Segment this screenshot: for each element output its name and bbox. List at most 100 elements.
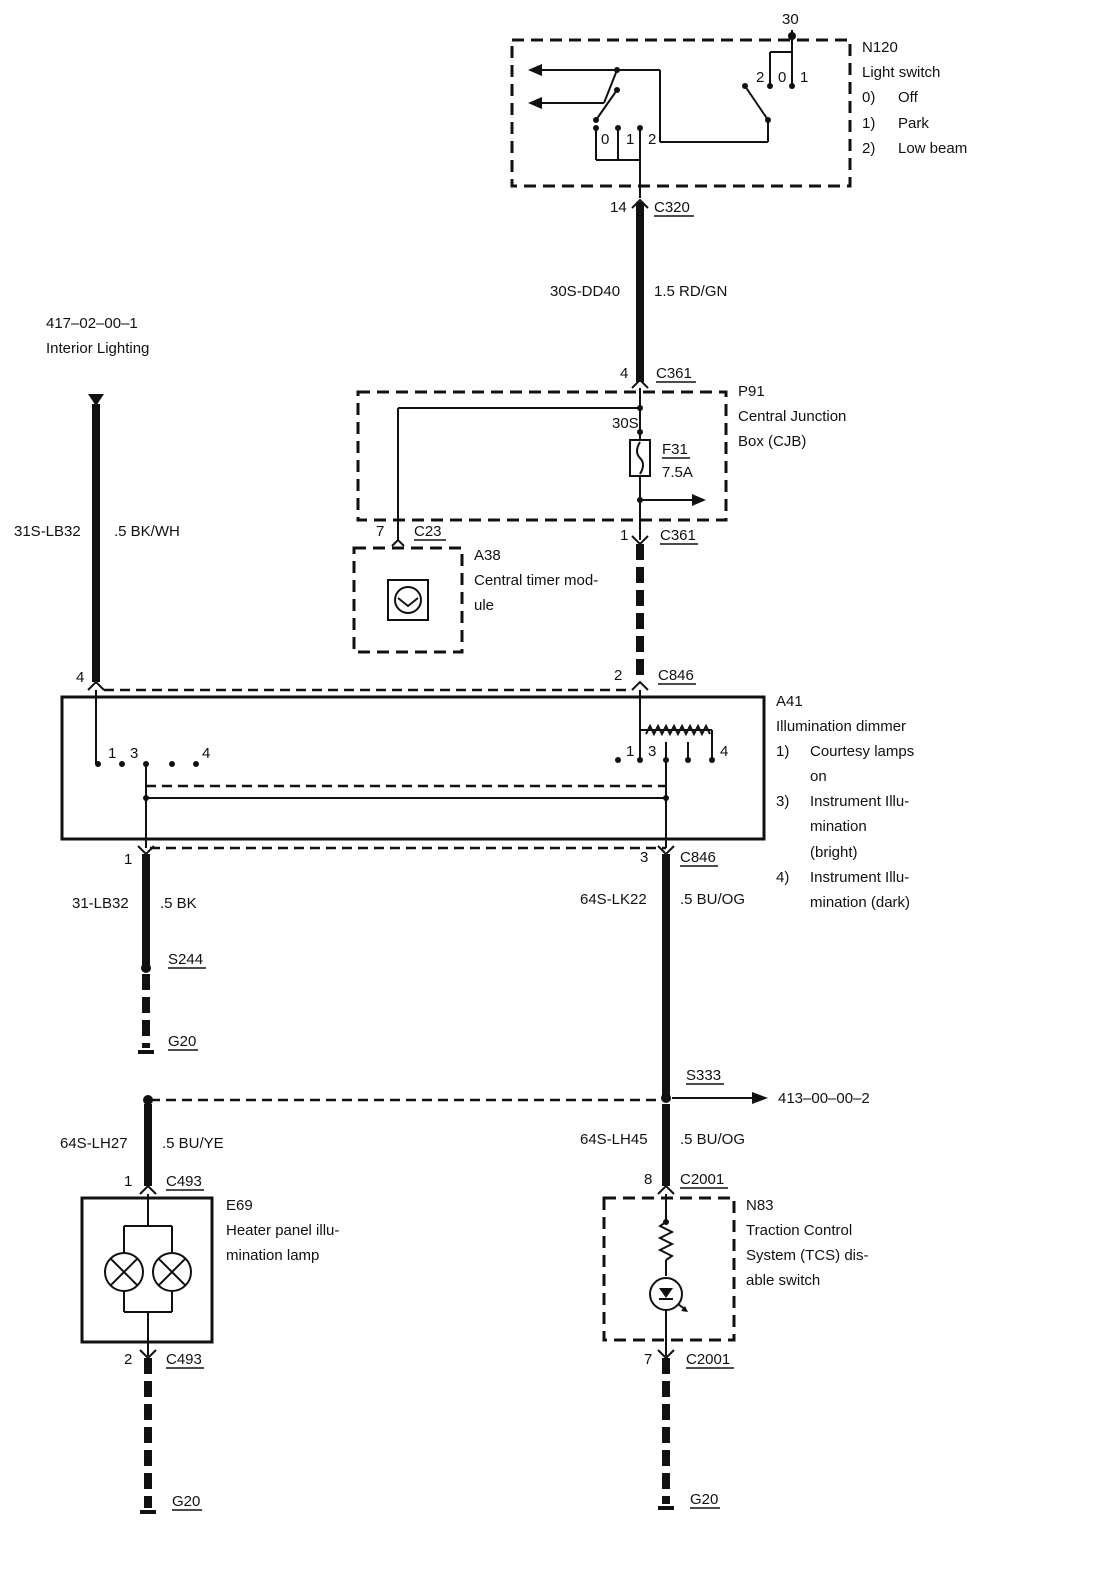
- c361-bot-name: C361: [660, 527, 696, 544]
- position-key-1: 1): [862, 115, 875, 132]
- tcs-id: N83: [746, 1197, 774, 1214]
- c493-bot-pin: 2: [124, 1351, 132, 1368]
- dimmer-id: A41: [776, 693, 803, 710]
- c2001-bot-pin: 7: [644, 1351, 652, 1368]
- c320-pin: 14: [610, 199, 627, 216]
- led-icon: [649, 1277, 688, 1312]
- c846-bot-right-name: C846: [680, 849, 716, 866]
- c361-top-pin: 4: [620, 365, 628, 382]
- switch-left-contact-0: 0: [601, 131, 609, 148]
- ground-g20-a: G20: [168, 1033, 196, 1050]
- central-timer-module-a38: A38 Central timer mod- ule: [352, 546, 598, 654]
- c361-bot-pin: 1: [620, 527, 628, 544]
- dimmer-pos-3-line3: (bright): [810, 844, 858, 861]
- tcs-name-3: able switch: [746, 1272, 820, 1289]
- lamp-name-2: mination lamp: [226, 1247, 319, 1264]
- wire-lb32-spec: .5 BK: [160, 895, 197, 912]
- wire-lb32s-circuit: 31S-LB32: [14, 523, 81, 540]
- heater-panel-lamp-e69: E69 Heater panel illu- mination lamp: [80, 1194, 339, 1356]
- splice-s333: S333: [686, 1067, 721, 1084]
- light-switch-box: [510, 38, 852, 188]
- dimmer-right-contact-4: 4: [720, 743, 728, 760]
- interior-ref-code: 417–02–00–1: [46, 315, 138, 332]
- ref-arrow-icon: [88, 394, 104, 406]
- splice-s333-icon: [661, 1093, 671, 1103]
- dimmer-left-contact-3: 3: [130, 745, 138, 762]
- c2001-top-name: C2001: [680, 1171, 724, 1188]
- cjb-id: P91: [738, 383, 765, 400]
- wire-lk22-circuit: 64S-LK22: [580, 891, 647, 908]
- c320-name: C320: [654, 199, 690, 216]
- switch-right-contact-1: 1: [800, 69, 808, 86]
- splice-s244: S244: [168, 951, 203, 968]
- position-key-2: 2): [862, 140, 875, 157]
- lamp-name-1: Heater panel illu-: [226, 1222, 339, 1239]
- splice-s244-icon: [141, 963, 151, 973]
- timer-id: A38: [474, 547, 501, 564]
- out-arrow-icon: [752, 1092, 768, 1104]
- wire-lb32s-spec: .5 BK/WH: [114, 523, 180, 540]
- c493-bot-name: C493: [166, 1351, 202, 1368]
- cjb-pin-30s: 30S: [612, 415, 639, 432]
- wire-lh45-spec: .5 BU/OG: [680, 1131, 745, 1148]
- illumination-dimmer-a41: 1 3 4 1 3 4 A41 Illumination dimmer 1) C…: [60, 690, 914, 911]
- lamp-bulb-icon: [104, 1252, 144, 1292]
- wire-lb32-circuit: 31-LB32: [72, 895, 129, 912]
- tcs-name-1: Traction Control: [746, 1222, 852, 1239]
- switch-right-contact-0: 0: [778, 69, 786, 86]
- resistor-icon: [657, 1221, 675, 1261]
- ground-g20-b: G20: [172, 1493, 200, 1510]
- out-ref-code: 413–00–00–2: [778, 1090, 870, 1107]
- tcs-name-2: System (TCS) dis-: [746, 1247, 869, 1264]
- cjb-name-1: Central Junction: [738, 408, 846, 425]
- supply-label: 30: [782, 11, 799, 28]
- wire-dd40-circuit: 30S-DD40: [550, 283, 620, 300]
- dimmer-pos-3-line1: Instrument Illu-: [810, 793, 909, 810]
- ground-g20-c: G20: [690, 1491, 718, 1508]
- light-switch-id: N120: [862, 39, 898, 56]
- dimmer-right-contact-3: 3: [648, 743, 656, 760]
- tcs-switch-box: [602, 1196, 736, 1342]
- c2001-top-pin: 8: [644, 1171, 652, 1188]
- c846-top-right-pin: 2: [614, 667, 622, 684]
- timer-module-box: [352, 546, 464, 654]
- dimmer-pos-key-3: 3): [776, 793, 789, 810]
- position-label-low-beam: Low beam: [898, 140, 967, 157]
- wire-lh27-circuit: 64S-LH27: [60, 1135, 128, 1152]
- dimmer-pos-4-line2: mination (dark): [810, 894, 910, 911]
- c846-bot-left-pin: 1: [124, 851, 132, 868]
- c846-top-left-pin: 4: [76, 669, 84, 686]
- position-key-0: 0): [862, 89, 875, 106]
- light-switch-n120: 30 2 0 1 0 1 2 N120 Light sw: [510, 11, 967, 198]
- position-label-park: Park: [898, 115, 929, 132]
- switch-right-contact-2: 2: [756, 69, 764, 86]
- central-junction-box-p91: 30S F31 7.5A P91 Central Junction Box (C…: [356, 383, 846, 540]
- wire-lh45-circuit: 64S-LH45: [580, 1131, 648, 1148]
- wire-dd40-spec: 1.5 RD/GN: [654, 283, 727, 300]
- dimmer-pos-1-line2: on: [810, 768, 827, 785]
- dimmer-pos-key-4: 4): [776, 869, 789, 886]
- lamp-id: E69: [226, 1197, 253, 1214]
- dimmer-name: Illumination dimmer: [776, 718, 906, 735]
- interior-ref-name: Interior Lighting: [46, 340, 149, 357]
- c493-top-name: C493: [166, 1173, 202, 1190]
- switch-left-contact-1: 1: [626, 131, 634, 148]
- dimmer-left-contact-4: 4: [202, 745, 210, 762]
- c361-top-name: C361: [656, 365, 692, 382]
- timer-name-1: Central timer mod-: [474, 572, 598, 589]
- c23-name: C23: [414, 523, 442, 540]
- dimmer-right-contact-1: 1: [626, 743, 634, 760]
- c23-pin: 7: [376, 523, 384, 540]
- fuse-rating: 7.5A: [662, 464, 693, 481]
- dimmer-pos-4-line1: Instrument Illu-: [810, 869, 909, 886]
- dimmer-pos-1-line1: Courtesy lamps: [810, 743, 914, 760]
- c2001-bot-name: C2001: [686, 1351, 730, 1368]
- lamp-bulb-icon: [152, 1252, 192, 1292]
- wire-lk22-spec: .5 BU/OG: [680, 891, 745, 908]
- light-switch-name: Light switch: [862, 64, 940, 81]
- dimmer-left-contact-1: 1: [108, 745, 116, 762]
- wire-lh27-spec: .5 BU/YE: [162, 1135, 224, 1152]
- position-label-off: Off: [898, 89, 919, 106]
- c846-top-right-name: C846: [658, 667, 694, 684]
